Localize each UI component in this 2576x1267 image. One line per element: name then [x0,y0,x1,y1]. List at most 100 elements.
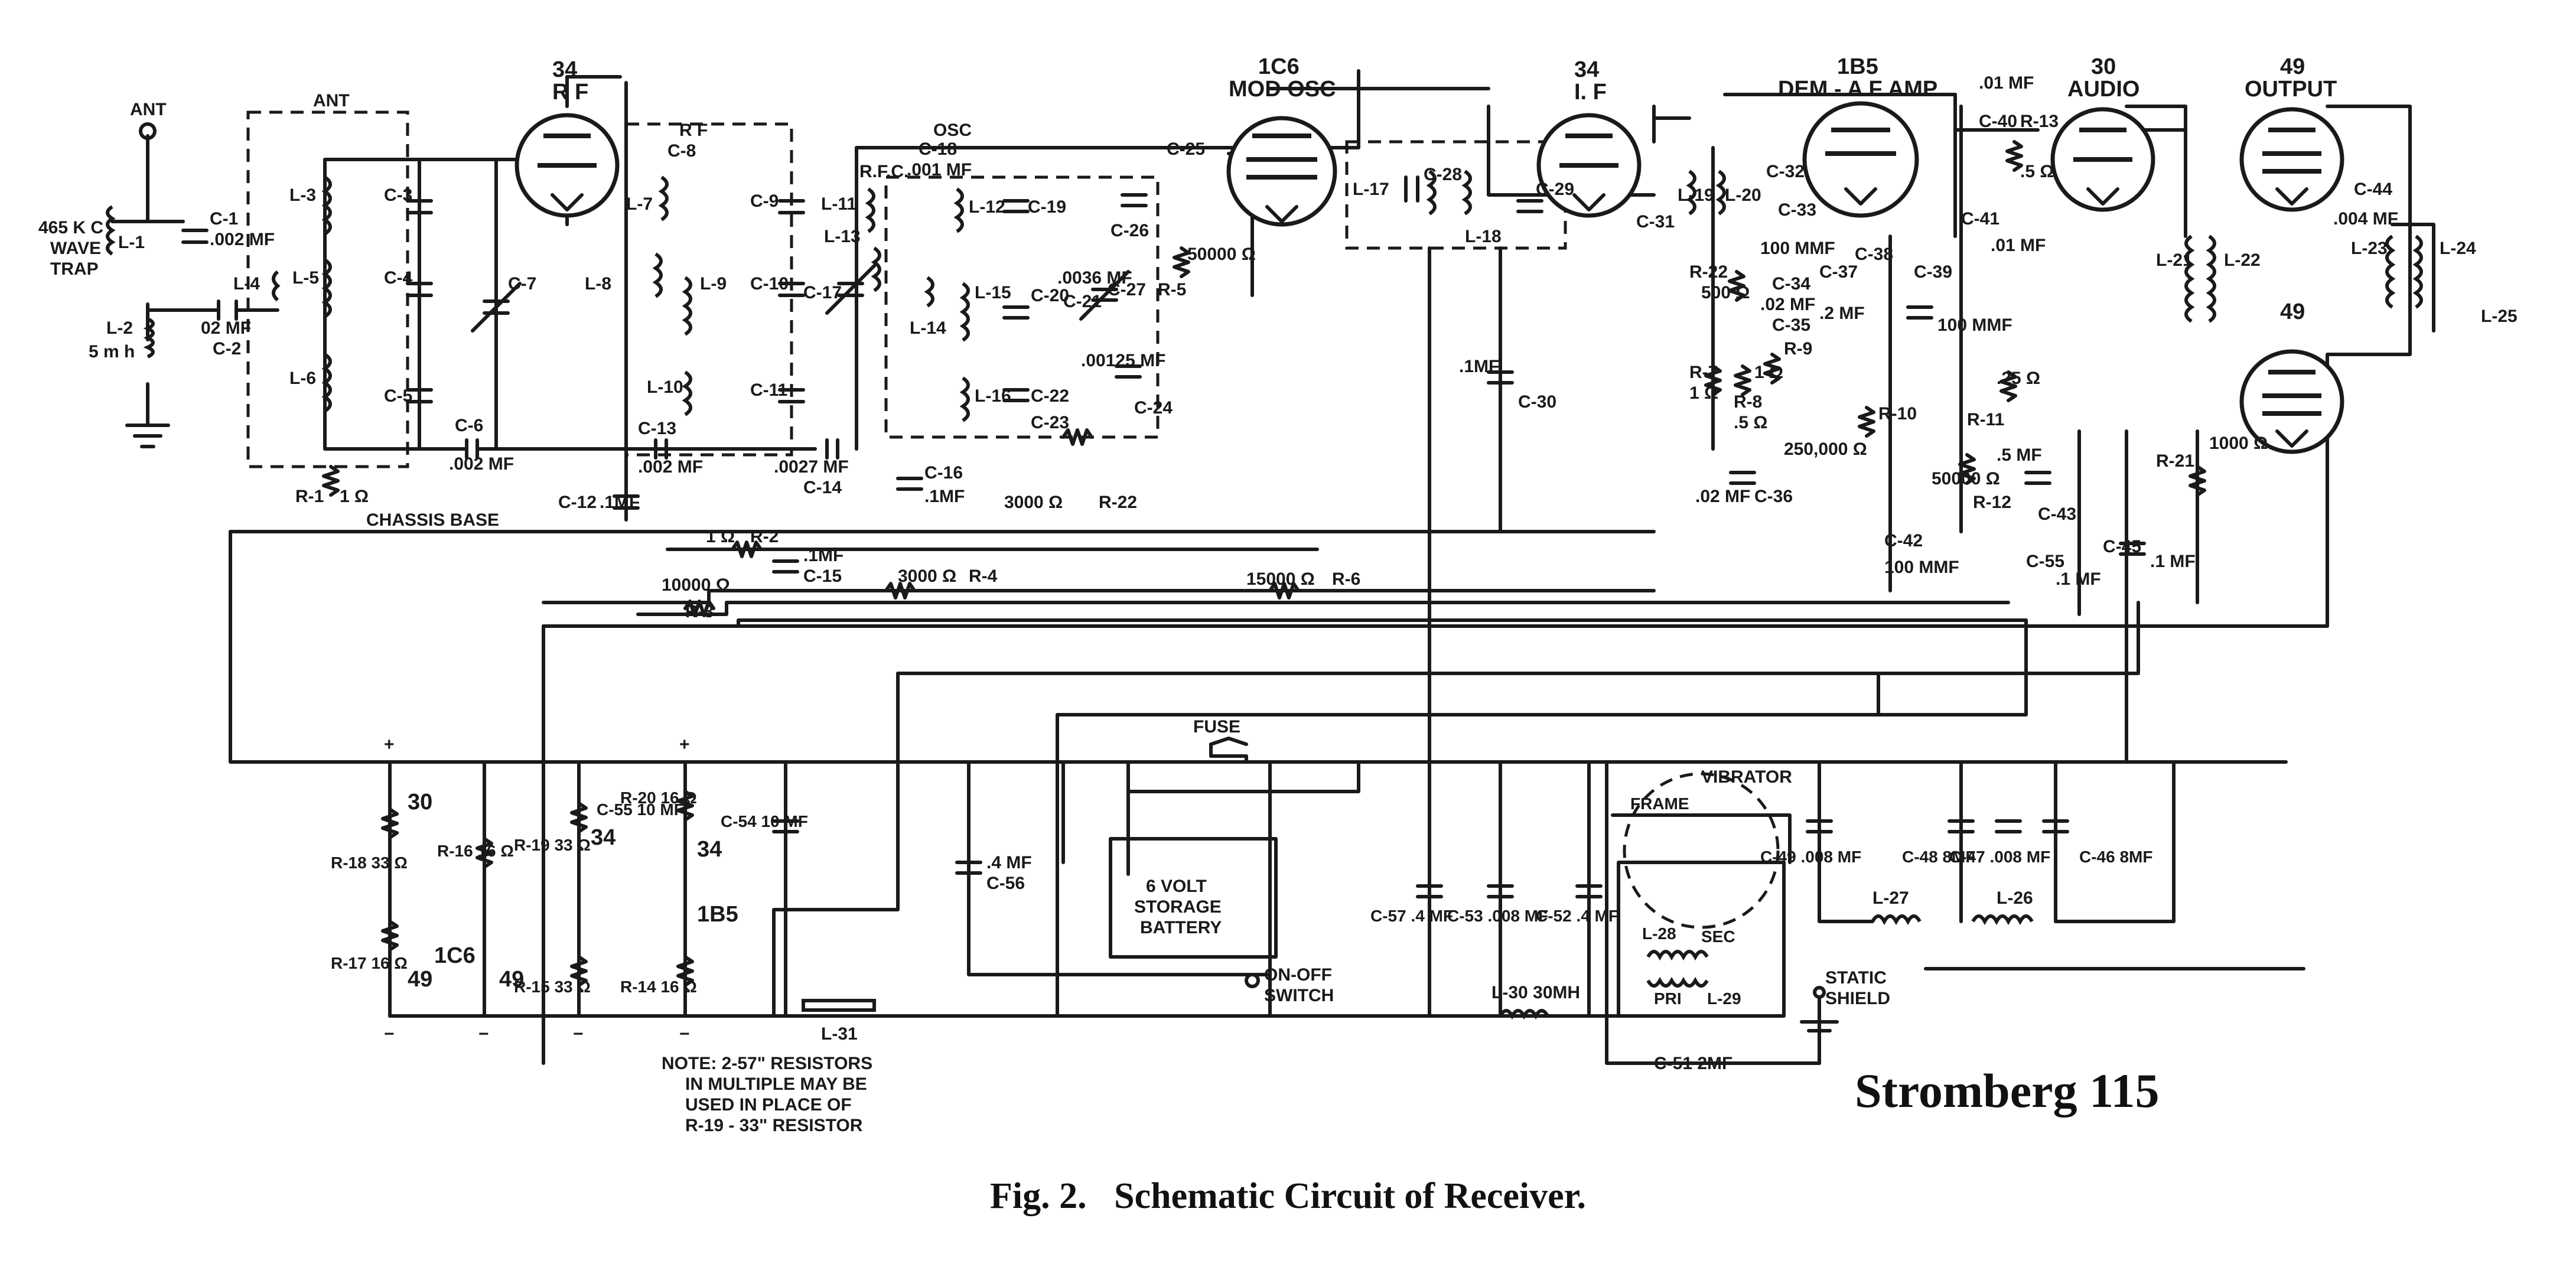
label-l27: L-27 [1872,888,1909,908]
coil-l9 [682,276,692,336]
label-r15: R-15 33 Ω [514,978,591,996]
label-c30: C-30 [1518,392,1556,412]
label-ant-box: ANT [313,91,350,110]
cap-c7 [471,282,522,333]
tube-49-output-2 [2239,349,2344,454]
label-c6: C-6 [455,416,483,435]
cap-c17 [825,264,876,315]
label-c14: C-14 [803,478,842,497]
label-c13: C-13 [638,419,676,438]
label-l20: L-20 [1725,185,1761,205]
label-c34-val: 100 MMF [1760,239,1835,258]
coil-l27 [1871,914,1922,926]
label-r3: R-3 [685,602,714,621]
label-c16: C-16 [924,463,963,483]
label-rf-box: R F [679,120,708,140]
label-c1-val: .002 MF [210,230,275,249]
coil-l17 [1426,170,1437,216]
res-r13 [2005,140,2023,172]
label-c36: C-36 [1754,487,1793,506]
fil-34b: 34 [697,837,722,862]
label-r6-val: 15000 Ω [1246,569,1315,589]
label-c56: C-56 [986,874,1025,893]
osc-shield [884,175,1160,439]
coil-l20 [1715,170,1726,216]
tube-rf-type: 34 [552,57,577,82]
tube-output2-type: 49 [2280,299,2305,324]
tube-1b5-det [1802,101,1919,218]
switch-contact [1245,973,1260,988]
cap-c30 [1487,370,1514,385]
label-c48: C-48 8MF [1902,848,1975,866]
res-r7 [1704,364,1722,396]
tube-34-if [1536,113,1642,218]
label-c47: C-47 .008 MF [1949,848,2050,866]
coil-l30 [1499,1009,1549,1020]
label-c21-val: .0036 MF [1057,268,1132,288]
label-c31: C-31 [1636,212,1675,232]
label-c42-val: 100 MMF [1884,558,1959,577]
label-c9: C-9 [750,191,779,211]
label-c45: C-45 [2103,537,2141,556]
cap-c49 [1806,819,1833,833]
text-labels: ANT ANT R F OSC 34 R F 1C6 MOD OSC 34 I.… [38,54,2518,1135]
label-r7: R-7 [1689,363,1718,382]
label-r21: R-21 [2156,451,2194,471]
label-l21: L-21 [2156,250,2193,270]
label-r12-val: 50000 Ω [1932,469,2000,488]
label-l23: L-23 [2351,239,2388,258]
ant-shield [246,110,409,468]
label-c17: C-17 [803,283,842,302]
coil-l22 [2206,234,2216,323]
label-l24: L-24 [2440,239,2476,258]
tube-audio-role: AUDIO [2067,77,2139,102]
label-battery-1: 6 VOLT [1146,877,1207,896]
label-c32: C-32 [1766,162,1805,181]
coil-l29 [1646,976,1709,988]
label-l22: L-22 [2224,250,2261,270]
label-c2: C-2 [213,339,241,359]
label-c41-val: .01 MF [1991,236,2046,255]
note-line-1: NOTE: 2-57" RESISTORS [662,1054,872,1073]
label-c46: C-46 8MF [2079,848,2152,866]
label-l2: L-2 [106,318,133,338]
res-r5 [1173,246,1190,278]
res-r2 [731,540,763,558]
coil-l26 [1971,914,2034,926]
cap-c22 [1002,388,1030,402]
label-r21-val: 1000 Ω [2209,434,2268,453]
res-r10 [1858,406,1875,438]
cap-c11 [778,388,805,403]
label-c30-val: .1MF [1459,357,1499,376]
cap-c26 [1121,193,1148,207]
cap-c20 [1002,305,1030,320]
label-r5-val: 50000 Ω [1187,245,1256,264]
label-c20: C-20 [1031,286,1069,305]
label-frame: FRAME [1630,794,1689,813]
label-r8-val: .5 Ω [1734,413,1767,432]
label-l11: L-11 [821,194,857,214]
cap-c29 [1516,199,1543,213]
tubes [514,101,2344,454]
label-c10: C-10 [750,274,789,294]
cap-c24 [1115,364,1142,379]
tube-output-role: OUTPUT [2245,77,2337,102]
label-minus-4: − [679,1024,690,1044]
res-r19 [570,802,588,833]
label-c43: C-43 [2038,504,2076,524]
label-r14: R-14 16 Ω [620,978,697,996]
label-r3-val: 10000 Ω [662,575,730,595]
label-l5: L-5 [292,268,319,288]
fil-49b: 49 [499,967,524,992]
label-c11: C-11 [750,380,787,400]
label-c19: C-19 [1028,197,1066,217]
res-r4 [884,582,916,600]
label-c57: C-57 .4 MF [1370,907,1453,925]
label-c23: C-23 [1031,413,1069,432]
cap-c52 [1575,884,1603,898]
label-l4: L-4 [233,274,260,294]
tube-mod-osc-role: MOD OSC [1229,77,1336,102]
label-c55b: C-55 [2026,552,2064,571]
fuse [1209,737,1248,746]
